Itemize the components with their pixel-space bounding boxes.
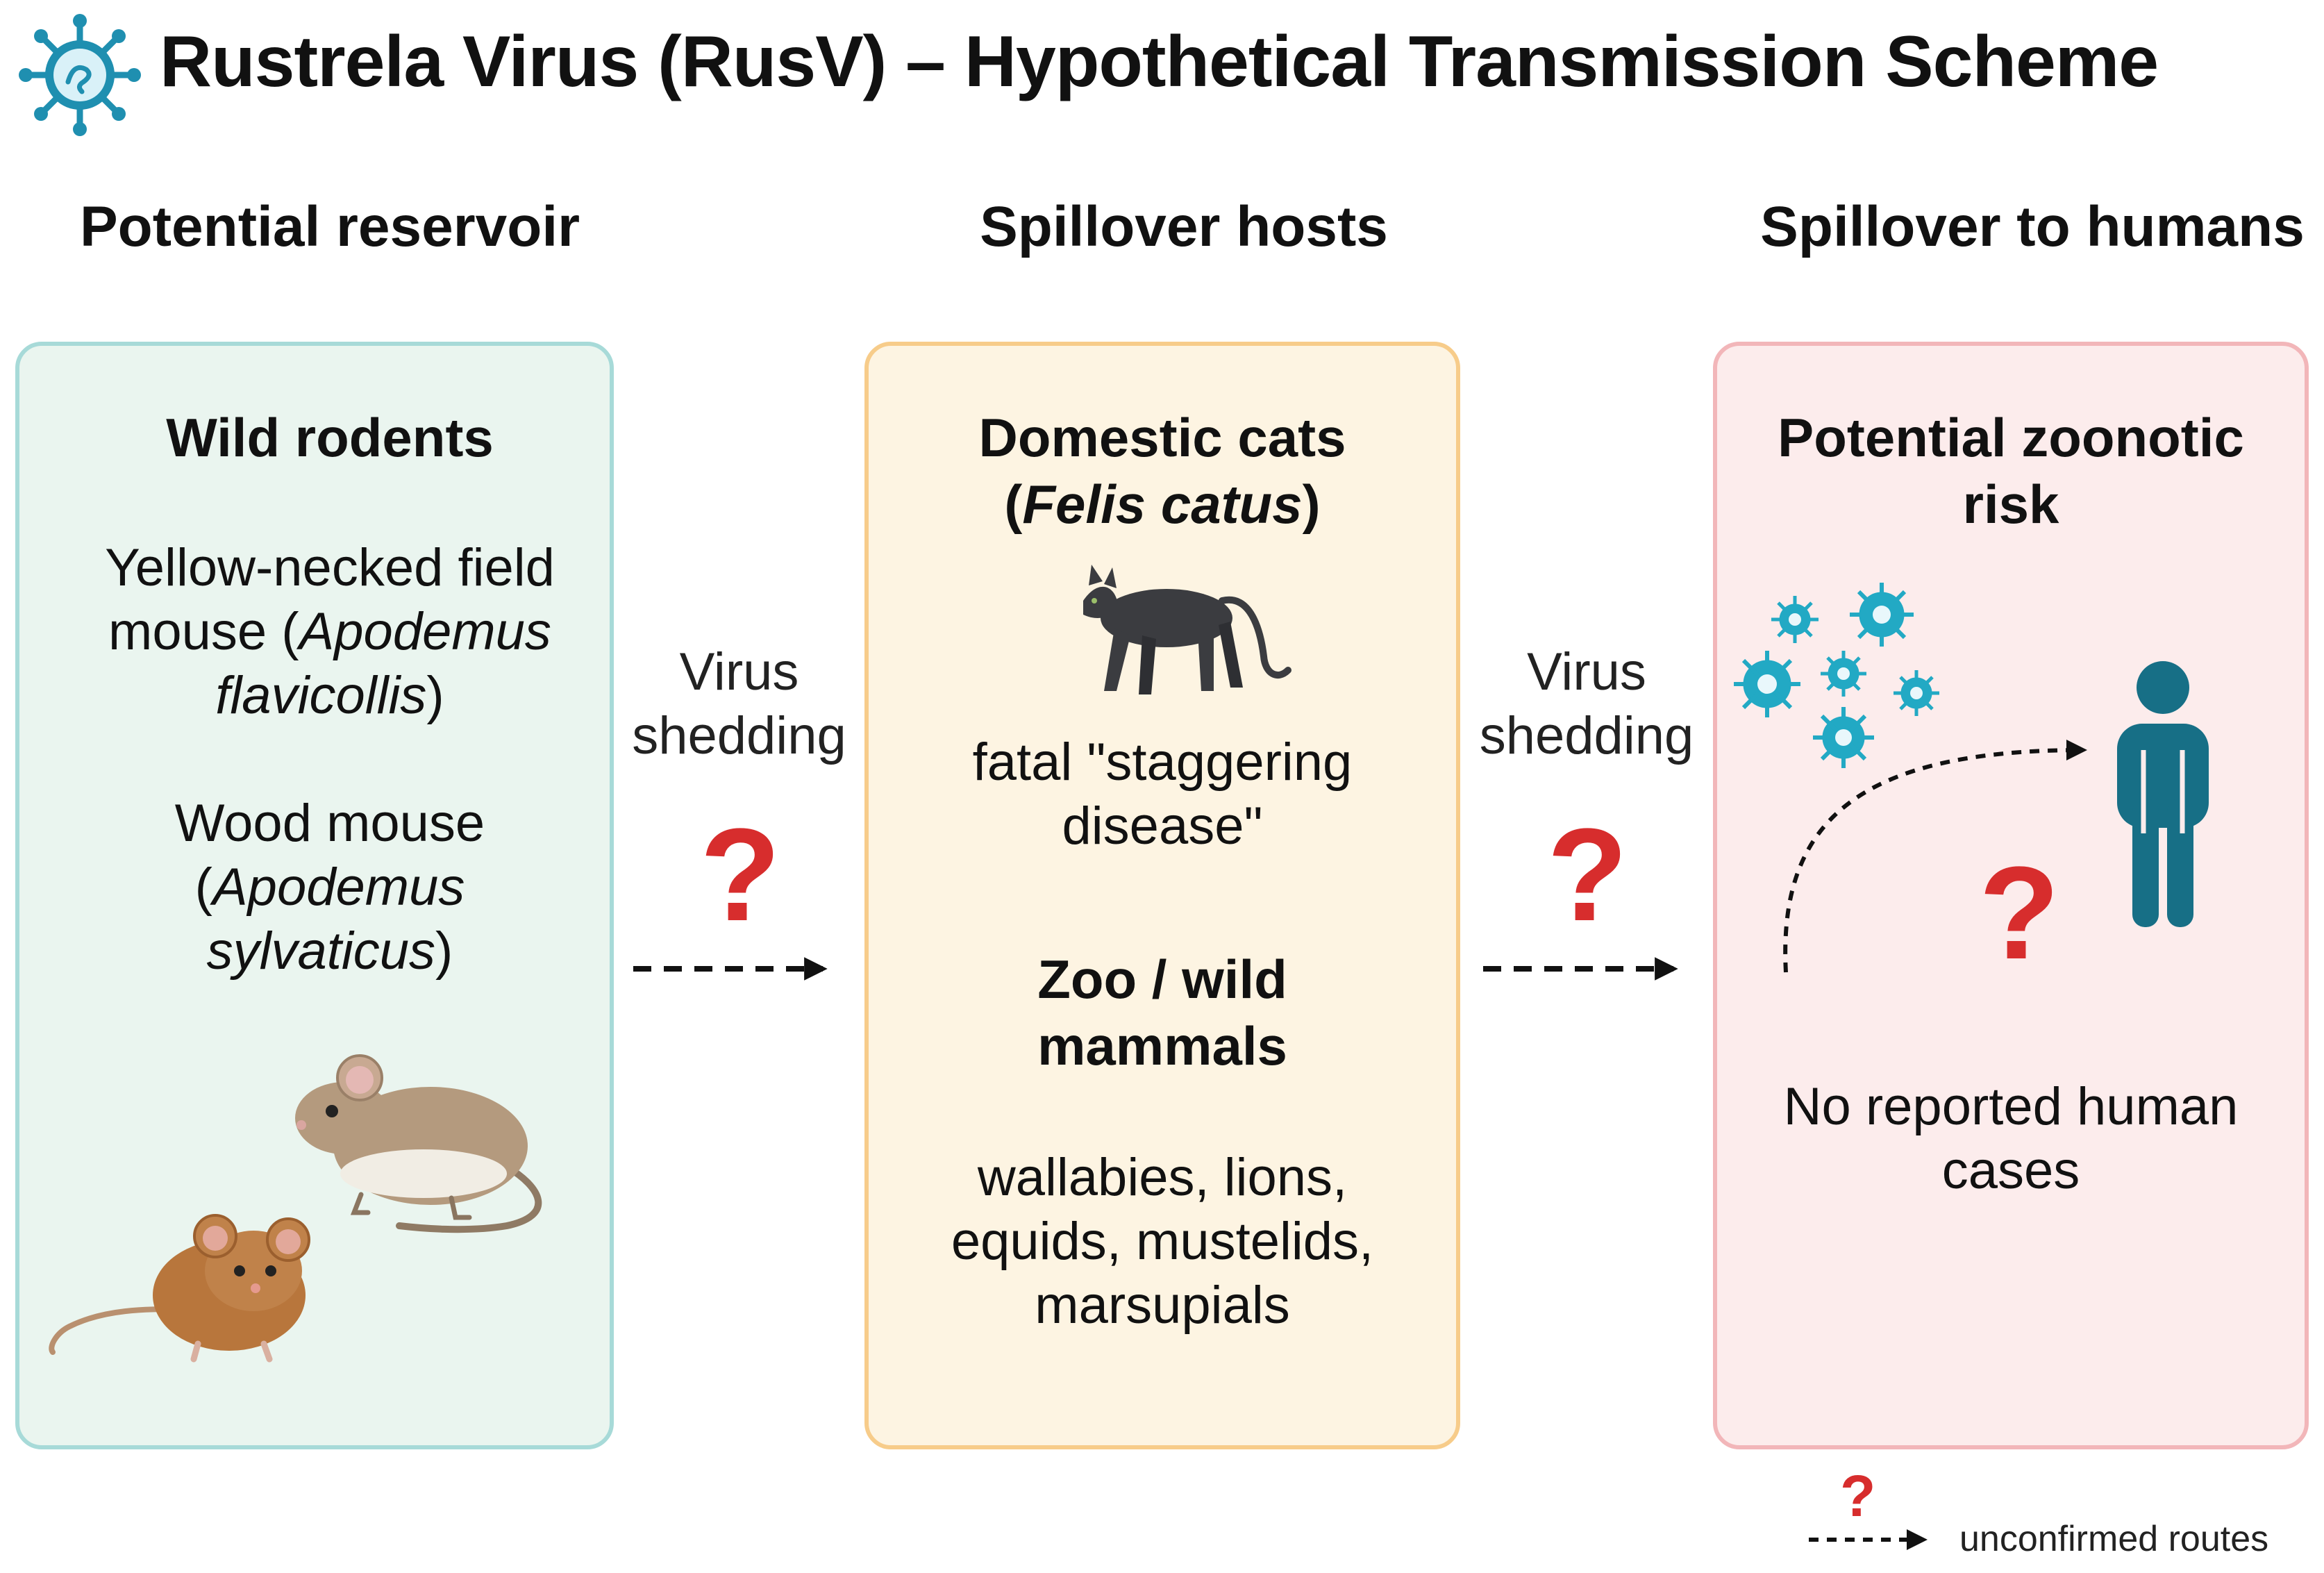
wood-mouse-illustration: [42, 1205, 333, 1365]
column-heading-humans: Spillover to humans: [1760, 195, 2305, 258]
zoo-list-line1: wallabies, lions,: [977, 1148, 1348, 1207]
human-risk-question-mark: ?: [1979, 840, 2060, 987]
cats-latin-line: (Felis catus): [864, 471, 1460, 538]
species1-paren: mouse (: [108, 602, 299, 661]
human-figure-icon: [2107, 660, 2218, 931]
cat-illustration: [1048, 552, 1291, 705]
no-human-cases-text: No reported human cases: [1713, 1075, 2309, 1203]
species2-close: ): [435, 922, 453, 981]
shedding-right-line1: Virus: [1527, 642, 1646, 701]
cats-latin-close: ): [1302, 474, 1321, 535]
species1-genus: Apodemus: [299, 602, 551, 661]
shedding-left-line1: Virus: [679, 642, 799, 701]
cats-latin-name: Felis catus: [1022, 474, 1303, 535]
humans-box: [1713, 342, 2309, 1449]
legend-question-mark: ?: [1840, 1463, 1876, 1529]
species-wood-mouse: Wood mouse (Apodemus sylvaticus): [15, 792, 644, 983]
cats-disease-line1: fatal "staggering: [972, 733, 1353, 792]
species2-line1: Wood mouse: [174, 794, 485, 853]
no-cases-line1: No reported human: [1783, 1077, 2239, 1136]
legend-text: unconfirmed routes: [1959, 1519, 2269, 1559]
spillover-hosts-box: [864, 342, 1460, 1449]
zoonotic-risk-title: Potential zoonotic risk: [1713, 404, 2309, 538]
species1-close: ): [426, 666, 444, 725]
reservoir-box: [15, 342, 614, 1449]
species1-line3: flavicollis): [15, 664, 644, 728]
cats-latin-open: (: [1004, 474, 1023, 535]
question-mark-left: ?: [700, 801, 781, 949]
zoo-mammals-list: wallabies, lions, equids, mustelids, mar…: [864, 1146, 1460, 1338]
species2-open: (: [194, 858, 212, 917]
species2-line2: (Apodemus: [15, 856, 644, 919]
zoonotic-title-line1: Potential zoonotic: [1778, 407, 2244, 468]
shedding-label-left: Virus shedding: [614, 640, 864, 768]
cats-disease-text: fatal "staggering disease": [864, 731, 1460, 858]
species1-epithet: flavicollis: [215, 666, 427, 725]
cats-disease-line2: disease": [1062, 797, 1263, 856]
shedding-label-right: Virus shedding: [1460, 640, 1713, 768]
species1-line2: mouse (Apodemus: [15, 600, 644, 664]
species2-genus: Apodemus: [212, 858, 465, 917]
zoo-list-line2: equids, mustelids,: [951, 1212, 1374, 1271]
zoo-list-line3: marsupials: [1035, 1276, 1290, 1335]
zoo-title-line2: mammals: [1037, 1015, 1287, 1076]
zoo-mammals-title: Zoo / wild mammals: [864, 946, 1460, 1079]
field-mouse-illustration: [278, 1042, 569, 1250]
wild-rodents-title: Wild rodents: [166, 407, 494, 468]
zoo-title-line1: Zoo / wild: [1037, 949, 1287, 1010]
no-cases-line2: cases: [1941, 1141, 2080, 1200]
virus-particles-icon: [1729, 576, 1965, 778]
shedding-right-line2: shedding: [1479, 706, 1694, 765]
species2-epithet: sylvaticus: [206, 922, 436, 981]
cats-title-line: Domestic cats: [978, 407, 1346, 468]
species1-line1: Yellow-necked field: [105, 538, 555, 597]
species-yellow-necked-mouse: Yellow-necked field mouse (Apodemus flav…: [15, 536, 644, 728]
page-title: Rustrela Virus (RusV) – Hypothetical Tra…: [160, 22, 2159, 102]
column-heading-spillover-hosts: Spillover hosts: [980, 195, 1388, 258]
species2-line3: sylvaticus): [15, 919, 644, 983]
column-heading-reservoir: Potential reservoir: [79, 195, 580, 258]
title-virus-icon: [14, 13, 146, 138]
question-mark-right: ?: [1547, 801, 1628, 949]
domestic-cats-title: Domestic cats (Felis catus): [864, 404, 1460, 538]
zoonotic-title-line2: risk: [1962, 474, 2059, 535]
shedding-left-line2: shedding: [632, 706, 846, 765]
curved-arrow-to-human: [1783, 740, 2087, 973]
